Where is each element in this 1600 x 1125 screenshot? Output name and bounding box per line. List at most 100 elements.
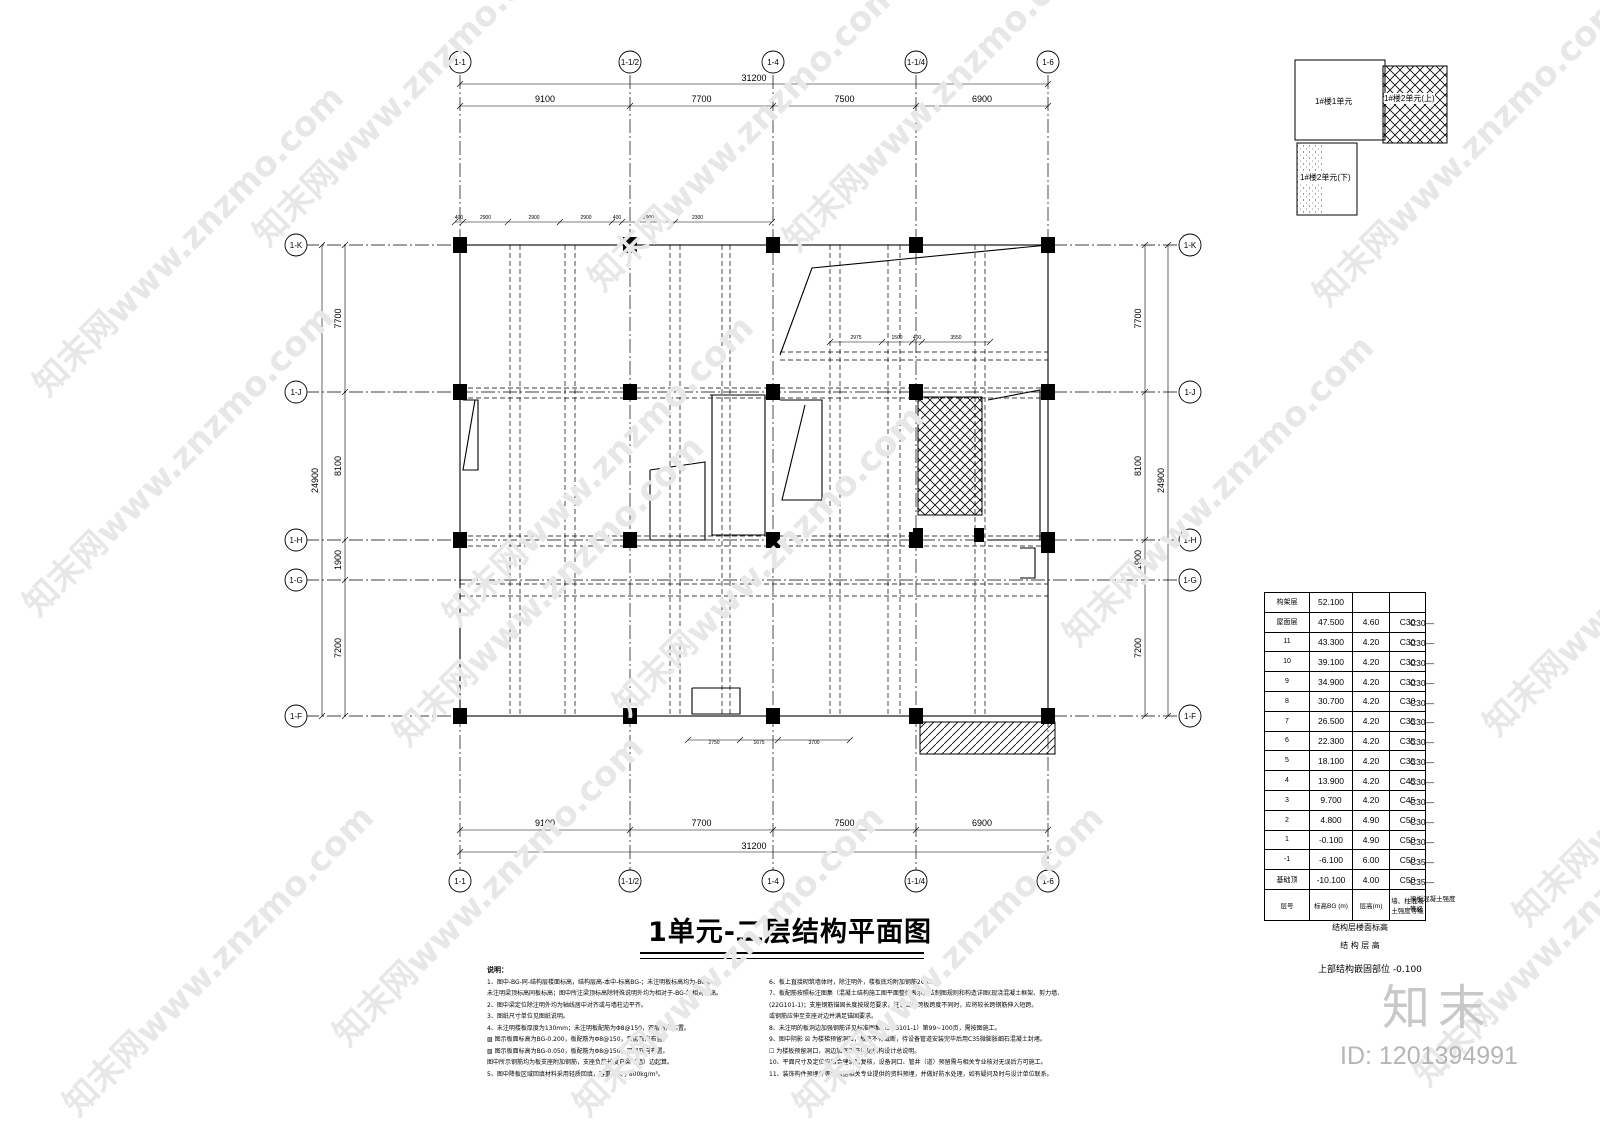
dimension-text: 31200: [741, 73, 766, 83]
notes-column-left: 说明： 1、图中-BG-同-结构层楼面标高，结构层高-本中-标高BG-；未注明板…: [487, 965, 779, 1080]
axis-bubble: 1-6: [1036, 869, 1060, 893]
axis-bubble-label: 1-4: [767, 877, 779, 886]
table-cell: 6: [1264, 730, 1310, 752]
table-cell: 9: [1264, 671, 1310, 692]
axis-bubble-circle: [761, 50, 785, 74]
note-line: 6、板上直接砌筑墙体时，除注明外，楼板底均附加钢筋2Φ16。: [769, 978, 939, 986]
axis-bubble-label: 1-J: [1184, 388, 1195, 397]
dimension-text: 1675: [753, 740, 764, 746]
table-cell: 4: [1264, 770, 1310, 791]
table-cell: 30.700: [1309, 690, 1353, 712]
notes-left-list: 1、图中-BG-同-结构层楼面标高，结构层高-本中-标高BG-；未注明板标高均为…: [487, 977, 779, 1081]
notes-column-right: 6、板上直接砌筑墙体时，除注明外，楼板底均附加钢筋2Φ16。7、板配筋按照标注图…: [769, 965, 1061, 1080]
axis-bubble-label: 1-G: [289, 576, 302, 585]
axis-bubble: 1-J: [284, 380, 308, 404]
dimension-tick: [1044, 80, 1052, 88]
column: [766, 532, 780, 548]
core-wall: [691, 687, 741, 715]
axis-bubble: 1-1/2: [618, 869, 642, 893]
table-cell: 4.60: [1352, 611, 1390, 633]
stair-flight: [780, 399, 823, 501]
dimension-tick: [846, 736, 854, 744]
table-cell: 基础顶: [1264, 869, 1310, 890]
table-cell: 4.20: [1352, 651, 1390, 673]
dimension-tick: [1044, 826, 1052, 834]
dimension-tick: [626, 102, 634, 110]
table-cell: 43.300: [1309, 631, 1353, 653]
table-header-row: 层号标高BG (m)层高(m)墙、柱混凝土强度等级: [1264, 888, 1426, 921]
column: [909, 237, 923, 253]
table-cell: -1: [1264, 849, 1310, 871]
dimension-text: 3700: [808, 740, 819, 746]
axis-bubble-label: 1-K: [1184, 241, 1197, 250]
table-cell: 7: [1264, 710, 1310, 732]
embed-label: 上部结构嵌固部位: [1318, 965, 1391, 975]
dimension-tick: [1141, 241, 1149, 249]
table-cell: 4.20: [1352, 690, 1390, 712]
dimension-tick: [912, 102, 920, 110]
axis-bubble-circle: [284, 380, 308, 404]
note-line: 10、平面尺寸及定位应结合建筑图复核，设备洞口、管井（道）预留需与相关专业核对无…: [769, 1059, 1047, 1066]
axis-bubble-label: 1-F: [1184, 712, 1196, 721]
note-line: 9、图中阴影 ☒ 为楼梯预留洞口，板底不得截断，待设备管道安装完毕后用C35微膨…: [769, 1036, 1046, 1043]
dimension-text: 24900: [310, 468, 320, 493]
dimension-tick: [826, 338, 834, 346]
column: [453, 708, 467, 724]
beam-grade-label: C30—: [1410, 677, 1435, 688]
dimension-tick: [1141, 388, 1149, 396]
axis-bubble-label: 1-J: [290, 388, 301, 397]
axis-bubble: 1-F: [1178, 704, 1202, 728]
dimension-tick: [1164, 241, 1172, 249]
column: [623, 237, 637, 253]
table-cell: 4.20: [1352, 671, 1390, 692]
column: [1041, 384, 1055, 400]
dimension-text: 7500: [834, 818, 854, 828]
axis-bubble-label: 1-H: [290, 536, 303, 545]
notes-right-list: 6、板上直接砌筑墙体时，除注明外，楼板底均附加钢筋2Φ16。7、板配筋按照标注图…: [769, 977, 1061, 1081]
axis-bubble: 1-K: [284, 233, 308, 257]
dimension-text: 2900: [643, 215, 654, 221]
note-line: 或钢筋应伸至支座对边并满足锚固要求。: [769, 1013, 878, 1020]
column: [623, 708, 637, 724]
dimension-tick: [451, 218, 459, 226]
dimension-tick: [769, 102, 777, 110]
table-header-cell: 标高BG (m): [1309, 888, 1353, 921]
table-caption-2: 结 构 层 高: [1340, 941, 1380, 950]
axis-bubble-label: 1-6: [1042, 877, 1054, 886]
table-cell: 2: [1264, 809, 1310, 831]
note-line: 2、图中梁定位除注明外均为轴线居中对齐或与墙柱边平齐。: [487, 1001, 647, 1009]
table-cell: 构架层: [1264, 592, 1310, 613]
table-cell: 9.700: [1309, 789, 1353, 811]
dimension-text: 2900: [528, 215, 539, 221]
axis-bubble-circle: [284, 233, 308, 257]
table-cell: 26.500: [1309, 710, 1353, 732]
table-cell: 47.500: [1309, 611, 1353, 633]
table-cell: 22.300: [1309, 730, 1353, 752]
column: [1041, 708, 1055, 724]
axis-bubble-label: 1-1/2: [621, 877, 640, 886]
beam-grade-label: C35—: [1410, 876, 1435, 887]
table-cell: -0.100: [1309, 829, 1353, 851]
axis-bubble-circle: [904, 50, 928, 74]
axis-bubble: 1-1/4: [904, 869, 928, 893]
core-wall: [987, 389, 1041, 541]
beam-grade-label: C30—: [1410, 797, 1435, 807]
axis-bubble-label: 1-1/2: [621, 58, 640, 67]
table-cell: 4.20: [1352, 730, 1390, 752]
dimension-tick: [1044, 848, 1052, 856]
axis-bubble-label: 1-1: [454, 877, 466, 886]
column-group: [453, 237, 1055, 724]
dimension-text: 400: [913, 335, 922, 341]
axis-bubble-circle: [284, 528, 308, 552]
note-line: 5、图中降板区域回填材料采用轻质回填，容重不大于800kg/m³。: [487, 1070, 664, 1078]
note-line: 8、未注明的板洞边加强钢筋详见标准图集（22G101-1）第99~100页，需按…: [769, 1024, 1001, 1032]
column: [453, 237, 467, 253]
dimension-tick: [1164, 712, 1172, 720]
table-cell: C50: [1389, 809, 1426, 831]
dimension-tick: [878, 338, 886, 346]
axis-bubble-circle: [904, 869, 928, 893]
